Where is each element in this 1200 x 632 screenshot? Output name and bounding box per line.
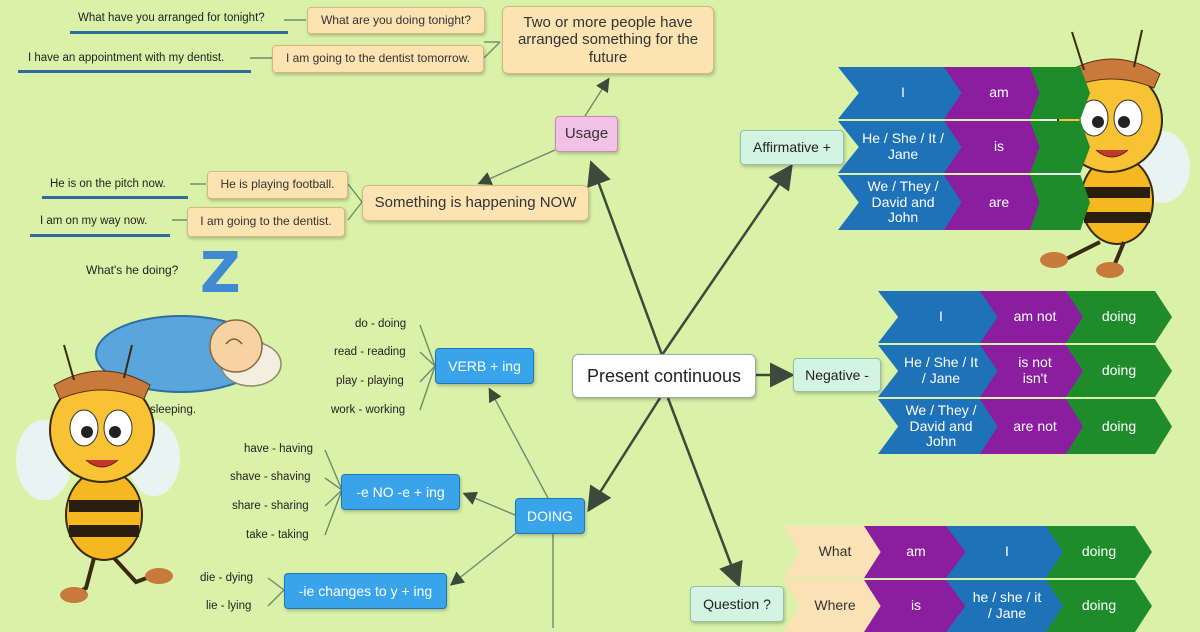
- neg-doing-1: doing: [1066, 291, 1172, 343]
- aff-subject-3: We / They / David and John: [838, 175, 968, 230]
- now-example-2-underline: [30, 234, 170, 237]
- sleep-answer: sleeping.: [150, 404, 197, 416]
- neg-doing-2: doing: [1066, 345, 1172, 397]
- ie-rule-node: -ie changes to y + ing: [284, 573, 447, 609]
- e-example-2: shave - shaving: [230, 471, 311, 483]
- future-answer-example: I have an appointment with my dentist.: [28, 52, 225, 64]
- future-question-box: What are you doing tonight?: [307, 7, 485, 34]
- future-question-example: What have you arranged for tonight?: [78, 12, 265, 24]
- aff-doing-2: [1030, 121, 1090, 173]
- future-answer-box: I am going to the dentist tomorrow.: [272, 45, 484, 73]
- sleep-question: What's he doing?: [86, 263, 179, 277]
- verb-example-4: work - working: [331, 404, 406, 416]
- future-question-underline: [70, 31, 288, 34]
- verb-example-2: read - reading: [334, 346, 406, 358]
- future-arrangement-box: Two or more people have arranged somethi…: [502, 6, 714, 74]
- q-doing-2: doing: [1046, 580, 1152, 632]
- ie-example-1: die - dying: [200, 572, 254, 584]
- aff-subject-1: I: [838, 67, 968, 119]
- aff-subject-2: He / She / It / Jane: [838, 121, 968, 173]
- happening-now-box: Something is happening NOW: [362, 185, 589, 221]
- negative-node: Negative -: [793, 358, 881, 392]
- q-subject-1: I: [946, 526, 1068, 578]
- future-answer-underline: [18, 70, 251, 73]
- e-example-3: share - sharing: [232, 500, 309, 512]
- now-example-1-box: He is playing football.: [207, 171, 348, 199]
- question-node: Question ?: [690, 586, 784, 622]
- e-example-1: have - having: [244, 443, 314, 455]
- bee-mascot-left: [16, 344, 180, 603]
- aff-doing-1: [1030, 67, 1090, 119]
- verb-ing-node: VERB + ing: [435, 348, 534, 384]
- now-example-1: He is on the pitch now.: [50, 178, 166, 190]
- e-rule-node: -e NO -e + ing: [341, 474, 460, 510]
- aff-doing-3: [1030, 175, 1090, 230]
- neg-subject-2: He / She / It / Jane: [878, 345, 1004, 397]
- e-example-4: take - taking: [246, 529, 309, 541]
- verb-example-1: do - doing: [355, 318, 407, 330]
- doing-node: DOING: [515, 498, 585, 534]
- usage-node: Usage: [555, 116, 618, 152]
- ie-example-2: lie - lying: [206, 600, 252, 612]
- q-doing-1: doing: [1046, 526, 1152, 578]
- neg-doing-3: doing: [1066, 399, 1172, 454]
- neg-subject-1: I: [878, 291, 1004, 343]
- verb-example-3: play - playing: [336, 375, 404, 387]
- now-example-2-box: I am going to the dentist.: [187, 207, 345, 237]
- q-verb-2: is: [864, 580, 968, 632]
- q-subject-2: he / she / it / Jane: [946, 580, 1068, 632]
- sleeping-boy-illustration: [95, 315, 282, 393]
- now-example-1-underline: [42, 196, 188, 199]
- z-letter: Z: [200, 241, 241, 306]
- center-node: Present continuous: [572, 354, 756, 398]
- affirmative-node: Affirmative +: [740, 130, 844, 165]
- neg-subject-3: We / They / David and John: [878, 399, 1004, 454]
- now-example-2: I am on my way now.: [40, 215, 148, 227]
- q-verb-1: am: [864, 526, 968, 578]
